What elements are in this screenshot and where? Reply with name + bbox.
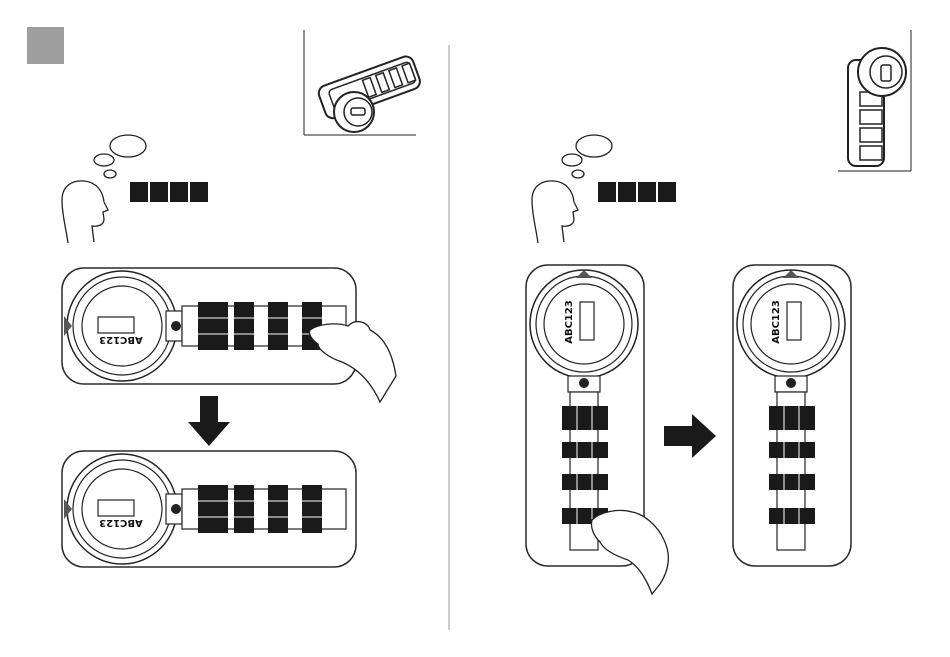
down-arrow — [188, 396, 230, 446]
dial — [234, 485, 254, 533]
vertical-lock-panel-after: ABC123 — [733, 265, 851, 566]
code-label: ABC123 — [564, 300, 575, 344]
dial — [268, 302, 288, 350]
dial — [562, 442, 608, 458]
dial — [198, 302, 228, 350]
code-label: ABC123 — [99, 334, 143, 345]
lock-panel-before: ABC123 — [62, 268, 396, 402]
lock-panel-after: ABC123 — [62, 451, 356, 567]
dial — [302, 485, 322, 533]
dial — [268, 485, 288, 533]
vertical-lock-panel-before: ABC123 — [526, 265, 668, 594]
step-marker — [27, 27, 64, 64]
dial — [198, 485, 228, 533]
code-blocks — [598, 182, 676, 202]
right-arrow — [664, 414, 716, 458]
code-blocks — [130, 182, 208, 202]
horizontal-lock-inset — [304, 30, 422, 135]
dial — [234, 302, 254, 350]
vertical-lock-inset — [838, 30, 911, 171]
dial — [769, 406, 815, 430]
dial — [769, 474, 815, 490]
code-label: ABC123 — [99, 517, 143, 528]
dial — [562, 474, 608, 490]
dial — [769, 508, 815, 524]
code-label: ABC123 — [771, 300, 782, 344]
dial — [769, 442, 815, 458]
dial — [562, 406, 608, 430]
